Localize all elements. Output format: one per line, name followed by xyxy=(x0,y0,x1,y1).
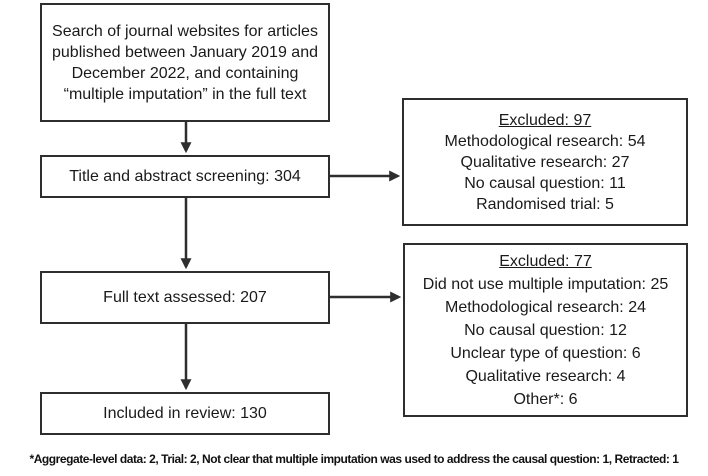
fulltext-box: Full text assessed: 207 xyxy=(40,271,330,324)
excluded-screening-item: No causal question: 11 xyxy=(464,174,626,192)
excluded-screening-item: Randomised trial: 5 xyxy=(476,195,614,213)
excluded-screening-title: Excluded: 97 xyxy=(498,111,592,129)
search-box: Search of journal websites for articles … xyxy=(40,3,330,122)
screening-box: Title and abstract screening: 304 xyxy=(40,155,330,198)
excluded-fulltext-title: Excluded: 77 xyxy=(499,252,592,270)
excluded-fulltext-item: Qualitative research: 4 xyxy=(465,367,626,385)
excluded-fulltext-box: Excluded: 77 Did not use multiple imputa… xyxy=(403,243,688,417)
screening-box-text: Title and abstract screening: 304 xyxy=(69,168,301,185)
excluded-fulltext-item: Unclear type of question: 6 xyxy=(450,344,641,362)
included-box: Included in review: 130 xyxy=(40,392,330,435)
search-box-text: Search of journal websites for articles … xyxy=(52,22,318,103)
excluded-screening-box: Excluded: 97 Methodological research: 54… xyxy=(402,98,688,226)
fulltext-box-text: Full text assessed: 207 xyxy=(103,289,267,306)
excluded-fulltext-item: Did not use multiple imputation: 25 xyxy=(422,275,669,293)
excluded-screening-item: Qualitative research: 27 xyxy=(460,153,630,171)
excluded-fulltext-item: Methodological research: 24 xyxy=(444,298,646,316)
excluded-fulltext-item: No causal question: 12 xyxy=(464,321,627,339)
footnote: *Aggregate-level data: 2, Trial: 2, Not … xyxy=(29,452,679,466)
excluded-fulltext-item: Other*: 6 xyxy=(513,390,578,408)
included-box-text: Included in review: 130 xyxy=(103,405,267,422)
excluded-screening-item: Methodological research: 54 xyxy=(444,132,646,150)
